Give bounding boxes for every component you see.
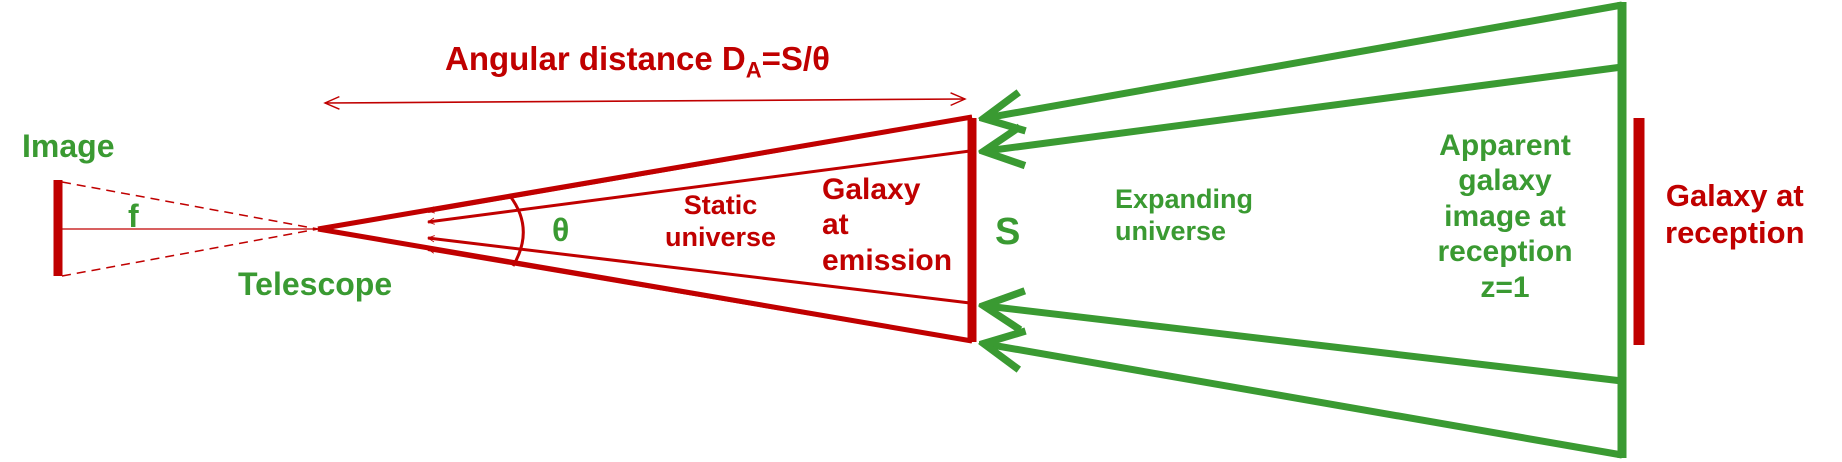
expanding-universe-label: Expanding universe (1115, 184, 1254, 246)
size-label: S (995, 211, 1021, 253)
telescope-label: Telescope (238, 266, 393, 302)
green-line-top-outer (986, 1, 1623, 118)
image-dashed-line-top (61, 181, 319, 230)
galaxy-at-reception-label: Galaxy at reception (1665, 178, 1805, 250)
title-formula: =S/θ (761, 40, 830, 77)
red-ray-4 (428, 249, 973, 343)
static-universe-label: Static universe (665, 190, 777, 252)
title-subscript: A (745, 57, 762, 83)
green-line-bottom-outer (986, 344, 1623, 459)
image-label: Image (22, 128, 115, 164)
apparent-galaxy-image-label: Apparent galaxy image at reception z=1 (1437, 129, 1573, 304)
angular-distance-title: Angular distance DA=S/θ (445, 40, 830, 84)
galaxy-at-emission-label: Galaxy at emission (822, 173, 953, 277)
theta-label: θ (552, 212, 570, 248)
green-line-bottom-inner (986, 306, 1623, 385)
title-main: Angular distance D (445, 40, 746, 77)
red-ray-3 (428, 238, 971, 305)
theta-arc (508, 195, 525, 267)
green-line-top-inner (986, 63, 1623, 151)
angular-distance-arrow (323, 92, 967, 110)
red-ray-1 (428, 115, 973, 211)
image-dashed-line-bottom (61, 228, 319, 277)
focal-length-label: f (128, 198, 139, 234)
